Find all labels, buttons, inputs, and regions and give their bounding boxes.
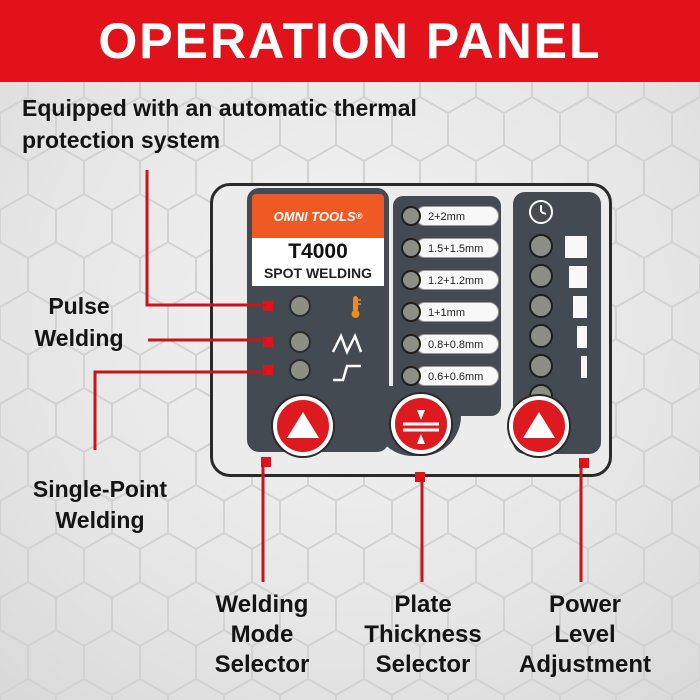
brand-name: OMNI TOOLS bbox=[273, 208, 356, 224]
callout-thermal-line-1: Equipped with an automatic thermal bbox=[22, 95, 417, 121]
callout-plate-line-2: Thickness bbox=[364, 621, 482, 648]
callout-power-level-adjustment: Power Level Adjustment bbox=[505, 590, 665, 680]
callout-mode-line-1: Welding bbox=[215, 591, 309, 618]
power-led bbox=[529, 264, 553, 288]
power-led bbox=[529, 234, 553, 258]
thickness-label: 0.8+0.8mm bbox=[415, 334, 499, 354]
thickness-label: 1.2+1.2mm bbox=[415, 270, 499, 290]
pulse-led bbox=[289, 331, 311, 353]
callout-plate-line-1: Plate bbox=[394, 591, 452, 618]
callout-power-line-2: Level bbox=[554, 621, 616, 648]
callout-mode-line-3: Selector bbox=[214, 651, 310, 678]
callout-plate-thickness-selector: Plate Thickness Selector bbox=[352, 590, 494, 680]
callout-thermal-line-2: protection system bbox=[22, 127, 221, 153]
callout-thermal-protection: Equipped with an automatic thermal prote… bbox=[22, 92, 417, 156]
power-level-bar bbox=[569, 266, 587, 288]
callout-marker bbox=[263, 337, 273, 347]
power-level-bar bbox=[573, 296, 587, 318]
thickness-option: 0.6+0.6mm bbox=[401, 364, 511, 390]
power-level-button[interactable] bbox=[509, 396, 569, 456]
power-level-bar bbox=[581, 356, 587, 378]
welding-mode-button[interactable] bbox=[273, 396, 333, 456]
thickness-led bbox=[401, 334, 421, 354]
callout-mode-line-2: Mode bbox=[230, 621, 294, 648]
power-led bbox=[529, 324, 553, 348]
callout-single-line-1: Single-Point bbox=[32, 476, 168, 502]
thickness-option: 2+2mm bbox=[401, 204, 511, 230]
plate-thickness-button[interactable] bbox=[391, 394, 451, 454]
power-led bbox=[529, 294, 553, 318]
model-subtitle: SPOT WELDING bbox=[263, 265, 373, 281]
thickness-label: 1+1mm bbox=[415, 302, 499, 322]
thermometer-icon bbox=[351, 296, 361, 318]
callout-welding-mode-selector: Welding Mode Selector bbox=[194, 590, 330, 680]
thickness-led bbox=[401, 206, 421, 226]
callout-power-line-1: Power bbox=[548, 591, 622, 618]
step-wave-icon bbox=[333, 364, 361, 382]
thermal-indicator bbox=[263, 294, 383, 322]
brand-logo: OMNI TOOLS® bbox=[252, 194, 384, 238]
pulse-welding-indicator bbox=[263, 330, 383, 358]
single-point-indicator bbox=[263, 358, 383, 386]
thickness-led bbox=[401, 302, 421, 322]
callout-plate-line-3: Selector bbox=[375, 651, 471, 678]
clock-icon bbox=[529, 200, 553, 224]
thickness-label: 2+2mm bbox=[415, 206, 499, 226]
thickness-led bbox=[401, 270, 421, 290]
callout-single-point-welding: Single-Point Welding bbox=[10, 474, 190, 536]
callout-single-line-2: Welding bbox=[55, 507, 145, 533]
model-label: T4000 SPOT WELDING bbox=[252, 238, 384, 286]
compress-arrows-icon bbox=[403, 410, 439, 444]
thermal-led bbox=[289, 295, 311, 317]
control-panel: OMNI TOOLS® T4000 SPOT WELDING bbox=[210, 183, 612, 482]
thickness-option: 1.5+1.5mm bbox=[401, 236, 511, 262]
thickness-option: 1+1mm bbox=[401, 300, 511, 326]
callout-marker bbox=[263, 301, 273, 311]
power-led bbox=[529, 354, 553, 378]
thickness-label: 0.6+0.6mm bbox=[415, 366, 499, 386]
thickness-label: 1.5+1.5mm bbox=[415, 238, 499, 258]
callout-marker bbox=[261, 457, 271, 467]
power-level-bar bbox=[565, 236, 587, 258]
single-point-led bbox=[289, 359, 311, 381]
thickness-option: 0.8+0.8mm bbox=[401, 332, 511, 358]
callout-pulse-welding: Pulse Welding bbox=[14, 290, 144, 354]
page-title: OPERATION PANEL bbox=[98, 13, 602, 69]
callout-marker bbox=[415, 472, 425, 482]
callout-power-line-3: Adjustment bbox=[519, 651, 651, 678]
callout-pulse-line-2: Welding bbox=[34, 325, 124, 351]
triangle-up-icon bbox=[523, 412, 555, 438]
callout-pulse-line-1: Pulse bbox=[48, 293, 110, 319]
thickness-led bbox=[401, 238, 421, 258]
pulse-wave-icon bbox=[331, 332, 363, 356]
thickness-option: 1.2+1.2mm bbox=[401, 268, 511, 294]
callout-marker bbox=[579, 458, 589, 468]
callout-marker bbox=[263, 365, 273, 375]
registered-mark: ® bbox=[355, 211, 363, 221]
triangle-up-icon bbox=[287, 412, 319, 438]
power-level-bar bbox=[577, 326, 587, 348]
thickness-led bbox=[401, 366, 421, 386]
title-banner: OPERATION PANEL bbox=[0, 0, 700, 82]
model-name: T4000 bbox=[288, 240, 348, 263]
